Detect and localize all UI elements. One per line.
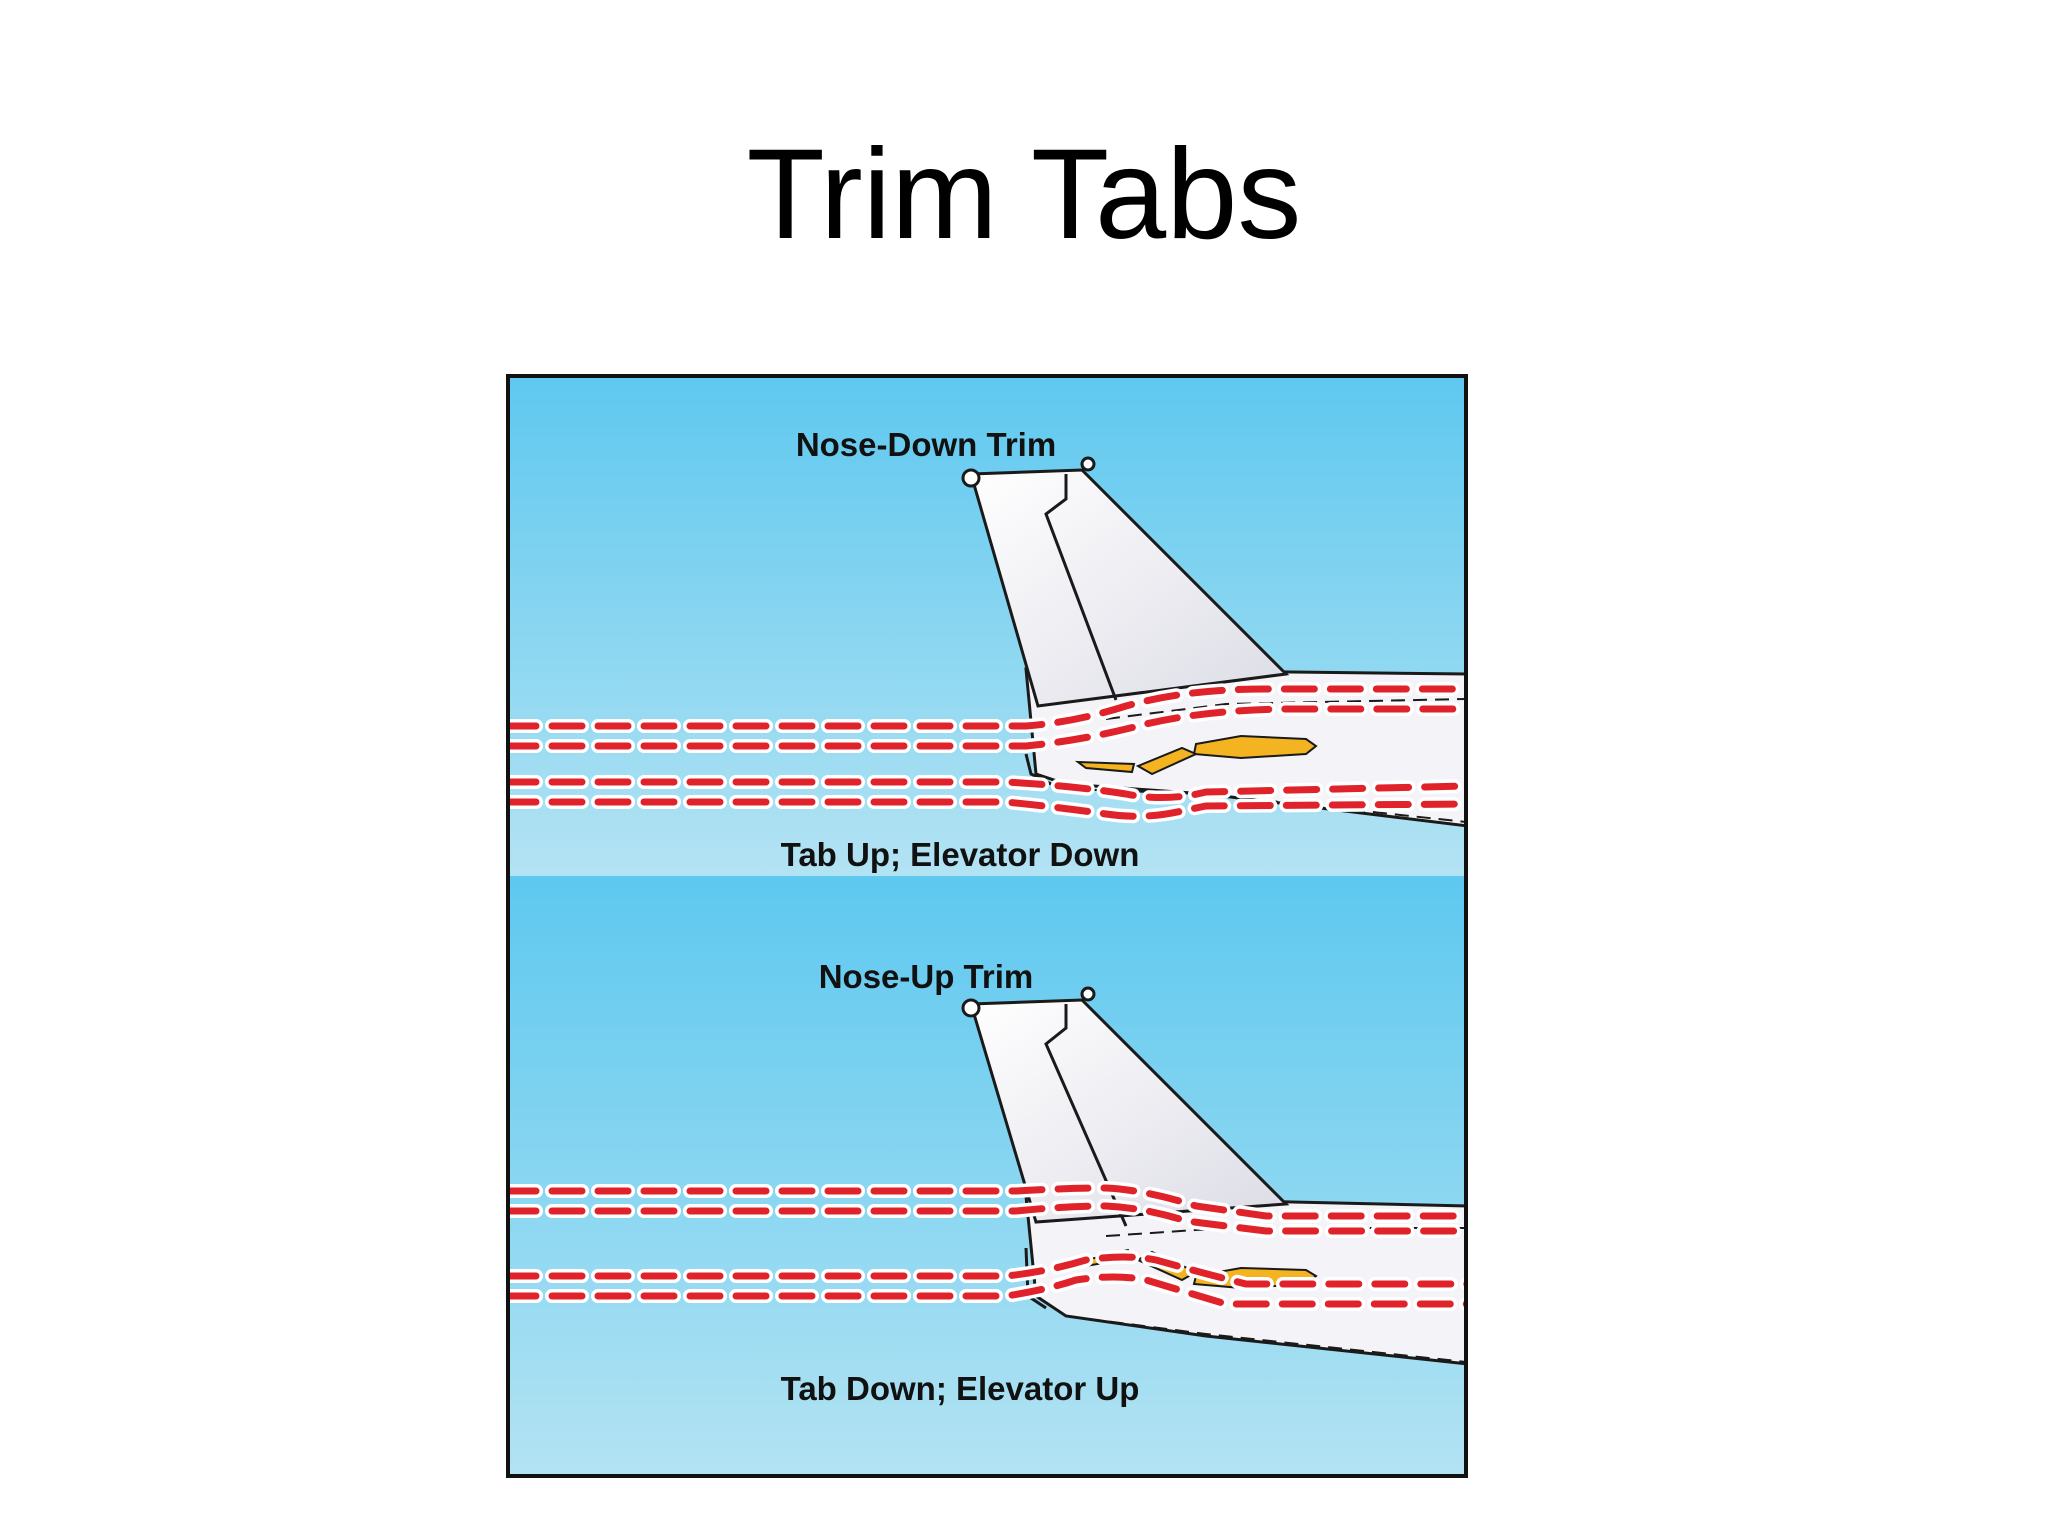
rudder-hinge-line	[1044, 1004, 1128, 1227]
panel-nose-up: Nose-Up Trim Tab Down; Elevator Up	[506, 876, 1468, 1478]
panel-caption: Tab Down; Elevator Up	[781, 1370, 1140, 1407]
trim-tab-up	[1074, 760, 1136, 774]
slide-title: Trim Tabs	[746, 123, 1302, 266]
rudder-hinge-line	[1044, 474, 1118, 701]
airflow-streamlines-lower	[506, 1250, 1468, 1311]
trim-tab-diagram: Nose-Down Trim Tab Up; Elevator Down	[506, 374, 1468, 1478]
elevator-down	[1135, 746, 1199, 776]
airflow-streamlines-upper	[506, 682, 1468, 753]
panel-heading: Nose-Down Trim	[796, 426, 1056, 463]
horizontal-stabilizer	[1192, 734, 1318, 760]
figure-border	[506, 374, 1468, 1478]
panel-nose-down: Nose-Down Trim Tab Up; Elevator Down	[506, 374, 1468, 876]
panel-caption: Tab Up; Elevator Down	[781, 836, 1140, 873]
airflow-streamlines-lower	[506, 775, 1468, 824]
vertical-fin	[969, 468, 1290, 708]
sky-background	[506, 876, 1468, 1478]
trim-tab-illustration: Nose-Down Trim Tab Up; Elevator Down	[506, 374, 1468, 1478]
airflow-streamlines-upper	[506, 1180, 1468, 1238]
panel-heading: Nose-Up Trim	[819, 958, 1034, 995]
